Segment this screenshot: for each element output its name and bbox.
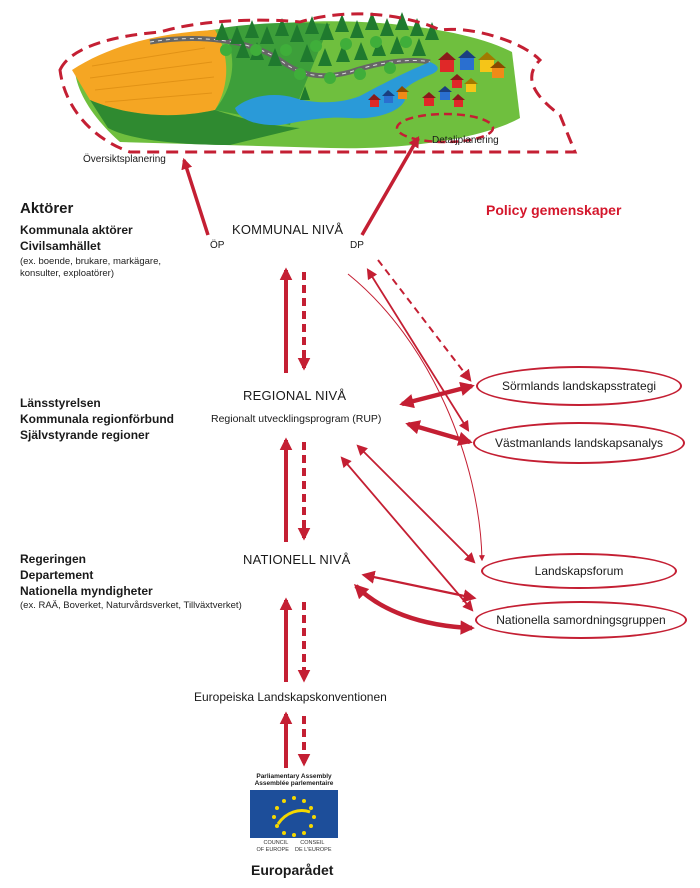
policy-sormland: Sörmlands landskapsstrategi [476, 366, 682, 406]
council-of-europe-emblem [250, 790, 338, 838]
coe-bottom-line1: COUNCIL CONSEIL [263, 840, 325, 846]
coe-top-line2: Assemblée parlementaire [254, 780, 334, 787]
policy-arrows [340, 259, 485, 635]
europaradet-caption: Europarådet [251, 862, 334, 878]
orange-field [72, 30, 227, 116]
vertical-arrows [279, 267, 311, 768]
coe-top-line1: Parliamentary Assembly [256, 773, 332, 780]
level-regional: REGIONAL NIVÅ [243, 388, 347, 403]
level-regional-sub: Regionalt utvecklingsprogram (RUP) [211, 413, 382, 425]
kommunal-to-vastmanland [366, 268, 470, 432]
actors-national-line1: Regeringen [20, 552, 87, 566]
actors-regional-line3: Självstyrande regioner [20, 428, 150, 442]
policy-sormland-label: Sörmlands landskapsstrategi [501, 379, 657, 393]
regional-to-sormland [399, 381, 475, 409]
policy-vastmanland-label: Västmanlands landskapsanalys [494, 436, 664, 450]
op-label: ÖP [210, 240, 225, 251]
coe-stars [272, 796, 316, 837]
actors-national-line3: Nationella myndigheter [20, 584, 153, 598]
oversiktsplanering-label: Översiktsplanering [83, 154, 166, 165]
landscape-illustration [58, 12, 578, 154]
coe-bottom-line2: OF EUROPE DE L'EUROPE [256, 847, 332, 853]
actors-regional-line1: Länsstyrelsen [20, 396, 101, 410]
level-nationell: NATIONELL NIVÅ [243, 552, 351, 567]
actors-national-line2: Departement [20, 568, 94, 582]
policy-landskapsforum-label: Landskapsforum [534, 564, 624, 578]
green-field [90, 100, 300, 145]
european-convention: Europeiska Landskapskonventionen [194, 690, 387, 704]
planning-arrows [181, 136, 420, 236]
actors-heading: Aktörer [20, 200, 74, 217]
national-to-samordning [353, 583, 475, 635]
detaljplanering-label: Detaljplanering [432, 135, 499, 146]
actors-regional-line2: Kommunala regionförbund [20, 412, 174, 426]
policy-samordning-label: Nationella samordningsgruppen [496, 613, 666, 627]
policy-vastmanland: Västmanlands landskapsanalys [473, 422, 685, 464]
coe-swirl [276, 809, 311, 825]
level-kommunal: KOMMUNAL NIVÅ [232, 222, 344, 237]
actors-municipal-detail1: (ex. boende, brukare, markägare, [20, 256, 161, 267]
actors-national-detail: (ex. RAÄ, Boverket, Naturvårdsverket, Ti… [20, 600, 242, 611]
policy-samordning: Nationella samordningsgruppen [475, 601, 687, 639]
village [368, 50, 506, 107]
dp-label: DP [350, 240, 364, 251]
regional-to-vastmanland [405, 420, 473, 446]
actors-municipal-line2: Civilsamhället [20, 239, 101, 253]
policy-landskapsforum: Landskapsforum [481, 553, 677, 589]
national-to-landskapsforum [361, 570, 477, 603]
policy-heading: Policy gemenskaper [486, 202, 622, 218]
forest [215, 12, 439, 100]
actors-municipal-line1: Kommunala aktörer [20, 223, 133, 237]
actors-municipal-detail2: konsulter, exploatörer) [20, 268, 114, 279]
lake [235, 91, 405, 126]
kommunal-to-sormland-dashed [377, 259, 472, 382]
dp-arrow [360, 136, 420, 236]
op-arrow [181, 157, 210, 236]
detaljplan-area [395, 112, 495, 144]
regional-to-samordning [340, 456, 474, 612]
